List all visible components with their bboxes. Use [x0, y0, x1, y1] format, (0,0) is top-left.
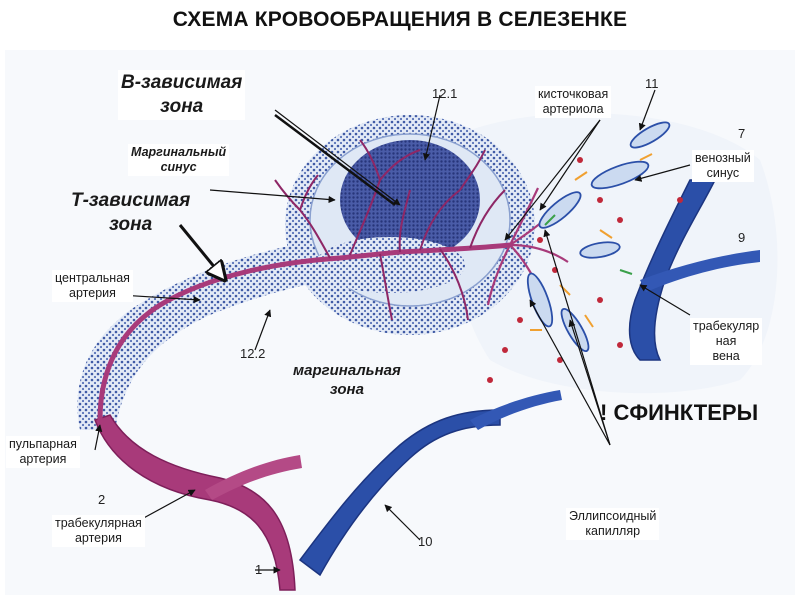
label-1: 1 [255, 562, 263, 577]
marginal-zone-label: маргинальная зона [293, 362, 401, 398]
page-title: СХЕМА КРОВООБРАЩЕНИЯ В СЕЛЕЗЕНКЕ [172, 8, 628, 31]
trabecular-artery-label: трабекулярная артерия [52, 515, 145, 547]
central-artery-branches [274, 139, 506, 321]
marginal-sinus-label: Маргинальный синус [128, 144, 230, 176]
label-10: 10 [418, 534, 433, 549]
label-11: 11 [645, 76, 659, 91]
label-7: 7 [738, 126, 746, 141]
t-zone-label: Т-зависимая зона [71, 190, 191, 235]
pulp-artery [97, 242, 513, 423]
t-zone-big-arrow [178, 224, 225, 280]
brush-arteriole-label: кисточковая артериола [535, 86, 612, 118]
lower-vein [298, 409, 501, 577]
ellipsoid-capillary-label: Эллипсоидный капилляр [566, 508, 660, 540]
b-zone-follicle [340, 140, 480, 260]
periarterial-sheath-core [315, 237, 465, 293]
trabecular-vein [628, 179, 717, 361]
b-zone-big-arrow [274, 114, 396, 206]
sphincters-note: ! СФИНКТЕРЫ [600, 400, 759, 425]
trabecular-vein-branch [640, 250, 760, 292]
central-artery-label: центральная артерия [52, 270, 133, 302]
venous-sinus-label: венозный синус [692, 150, 754, 182]
trabecular-artery [94, 414, 296, 591]
label-9: 9 [738, 230, 746, 245]
leader-lines [94, 89, 691, 574]
trabecular-vein-label: трабекуляр ная вена [690, 318, 763, 365]
label-2: 2 [98, 492, 106, 507]
b-zone-label: В-зависимая зона [118, 70, 246, 120]
flow-arrows [530, 153, 653, 331]
pulp-artery-label: пульпарная артерия [6, 436, 80, 468]
red-pulp-cells [487, 157, 683, 383]
penicillar-arterioles [486, 187, 569, 306]
vein-tributary [470, 390, 562, 430]
label-12-2: 12.2 [240, 346, 266, 361]
trabecular-artery-branch [205, 455, 302, 500]
label-12-1: 12.1 [432, 86, 458, 101]
